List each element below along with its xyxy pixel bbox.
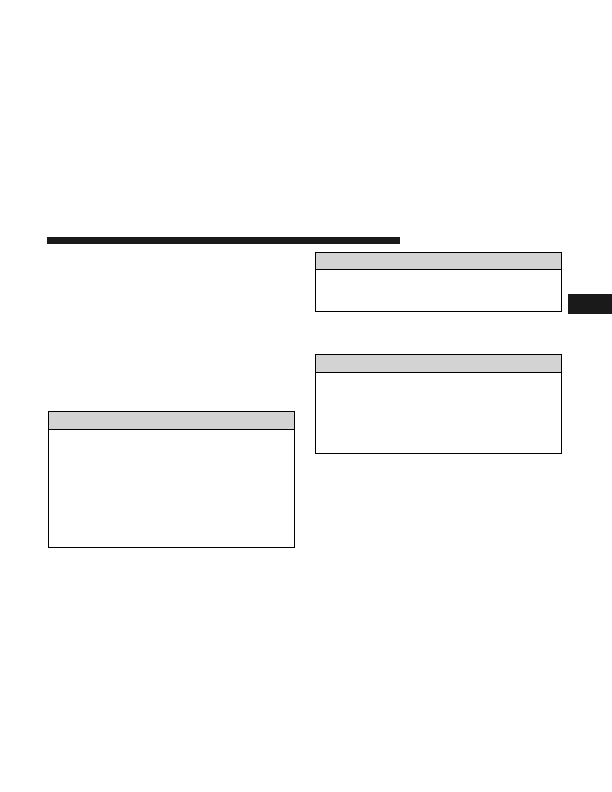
warning-box-header xyxy=(49,412,294,430)
warning-box-header xyxy=(316,355,561,373)
warning-box-left xyxy=(48,411,295,548)
warning-box-right-top xyxy=(315,252,562,312)
warning-box-right-mid xyxy=(315,354,562,454)
section-rule xyxy=(47,237,400,244)
warning-box-header xyxy=(316,253,561,270)
chapter-tab xyxy=(568,294,612,314)
